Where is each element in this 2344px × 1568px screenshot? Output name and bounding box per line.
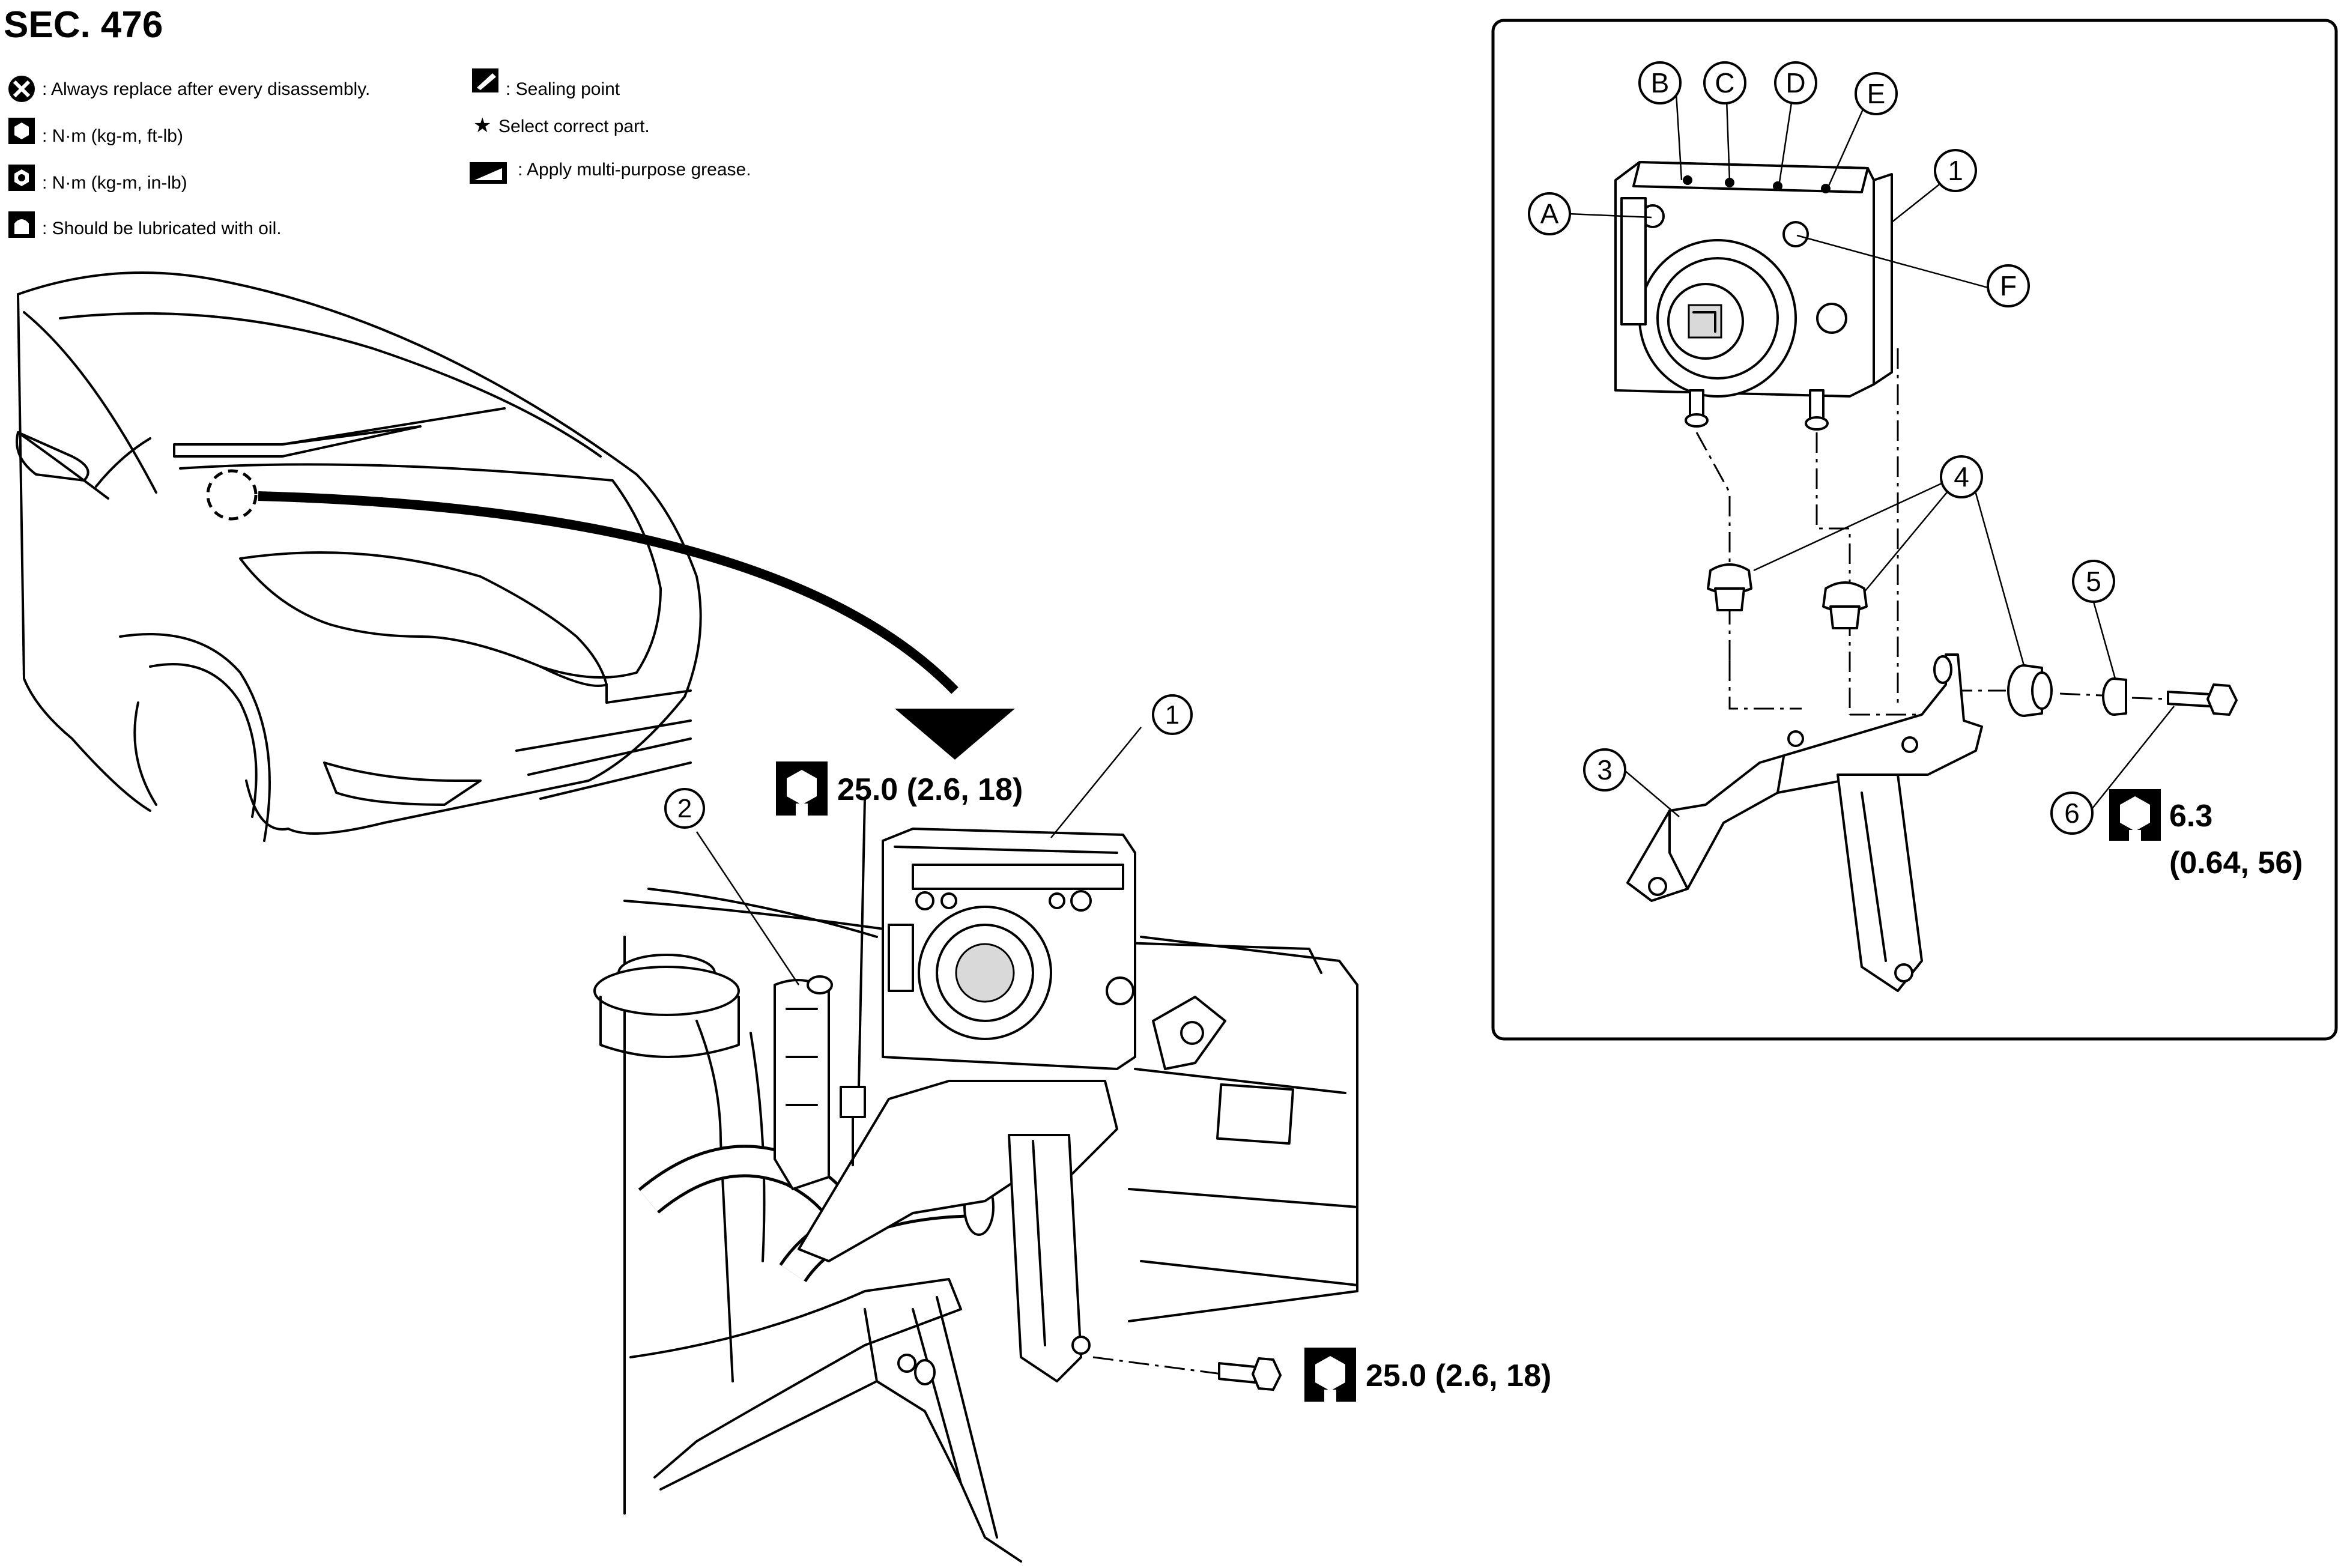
zoom-arrow [258, 491, 1015, 760]
callout-main-1-label: 1 [1165, 700, 1180, 730]
legend-always-replace: : Always replace after every disassembly… [42, 79, 370, 99]
callout-detail-B-label: B [1651, 67, 1670, 98]
callout-detail-C-label: C [1715, 67, 1734, 98]
callout-detail-E: E [1855, 72, 1898, 115]
torque-main-bottom-value: 25.0 (2.6, 18) [1366, 1358, 1551, 1393]
callout-detail-F-label: F [2000, 270, 2017, 301]
callout-detail-4: 4 [1940, 455, 1983, 498]
callout-detail-6: 6 [2050, 792, 2094, 835]
grease-icon [470, 162, 507, 184]
always-replace-icon [8, 76, 35, 102]
callout-detail-5-label: 5 [2086, 566, 2101, 597]
legend-torque-inlb: : N·m (kg-m, in-lb) [42, 173, 187, 193]
main-assembly [593, 798, 1358, 1563]
callout-detail-1: 1 [1934, 149, 1977, 192]
callout-main-2: 2 [664, 788, 705, 829]
torque-inlb-icon [8, 165, 35, 191]
torque-main-bottom: 25.0 (2.6, 18) [1304, 1348, 1551, 1403]
callout-detail-5: 5 [2072, 560, 2115, 603]
callout-detail-6-label: 6 [2064, 798, 2080, 829]
torque-main-top: 25.0 (2.6, 18) [776, 761, 1023, 817]
detail-panel [1491, 19, 2338, 1041]
torque-detail-value: 6.3 [2169, 799, 2212, 834]
detail-leaders [1568, 82, 2175, 817]
torque-main-top-value: 25.0 (2.6, 18) [837, 772, 1023, 807]
torque-ftlb-icon [8, 118, 35, 144]
callout-detail-D-label: D [1785, 67, 1805, 98]
callout-detail-A: A [1528, 192, 1571, 235]
callout-detail-E-label: E [1867, 78, 1886, 109]
torque-wrench-icon [776, 761, 828, 817]
callout-detail-3: 3 [1583, 748, 1626, 792]
callout-detail-B: B [1638, 61, 1682, 104]
callout-main-1: 1 [1152, 694, 1193, 735]
legend-grease: : Apply multi-purpose grease. [518, 160, 751, 180]
torque-wrench-icon [1304, 1348, 1356, 1403]
callout-detail-D: D [1774, 61, 1817, 104]
legend-torque-ftlb: : N·m (kg-m, ft-lb) [42, 126, 183, 146]
sealing-point-icon [472, 68, 498, 92]
torque-wrench-icon [2109, 789, 2161, 842]
section-title: SEC. 476 [4, 4, 163, 46]
main-leaders [695, 727, 1142, 985]
callout-detail-F: F [1987, 264, 2030, 307]
callout-detail-A-label: A [1540, 198, 1559, 229]
detail-assembly [1614, 161, 2238, 992]
torque-detail-sub: (0.64, 56) [2169, 846, 2303, 880]
callout-detail-1-label: 1 [1948, 155, 1963, 186]
legend-oil: : Should be lubricated with oil. [42, 219, 282, 238]
torque-detail: 6.3 (0.64, 56) [2109, 789, 2303, 880]
callout-detail-C: C [1703, 61, 1746, 104]
oil-can-icon [8, 211, 35, 238]
legend-select: Select correct part. [498, 117, 650, 136]
callout-main-2-label: 2 [677, 794, 692, 823]
callout-detail-4-label: 4 [1954, 461, 1969, 492]
legend-sealing: : Sealing point [506, 79, 620, 99]
vehicle-outline [16, 271, 702, 842]
legend: : Always replace after every disassembly… [8, 68, 751, 238]
star-icon: ★ [473, 114, 491, 137]
callout-detail-3-label: 3 [1597, 754, 1613, 786]
